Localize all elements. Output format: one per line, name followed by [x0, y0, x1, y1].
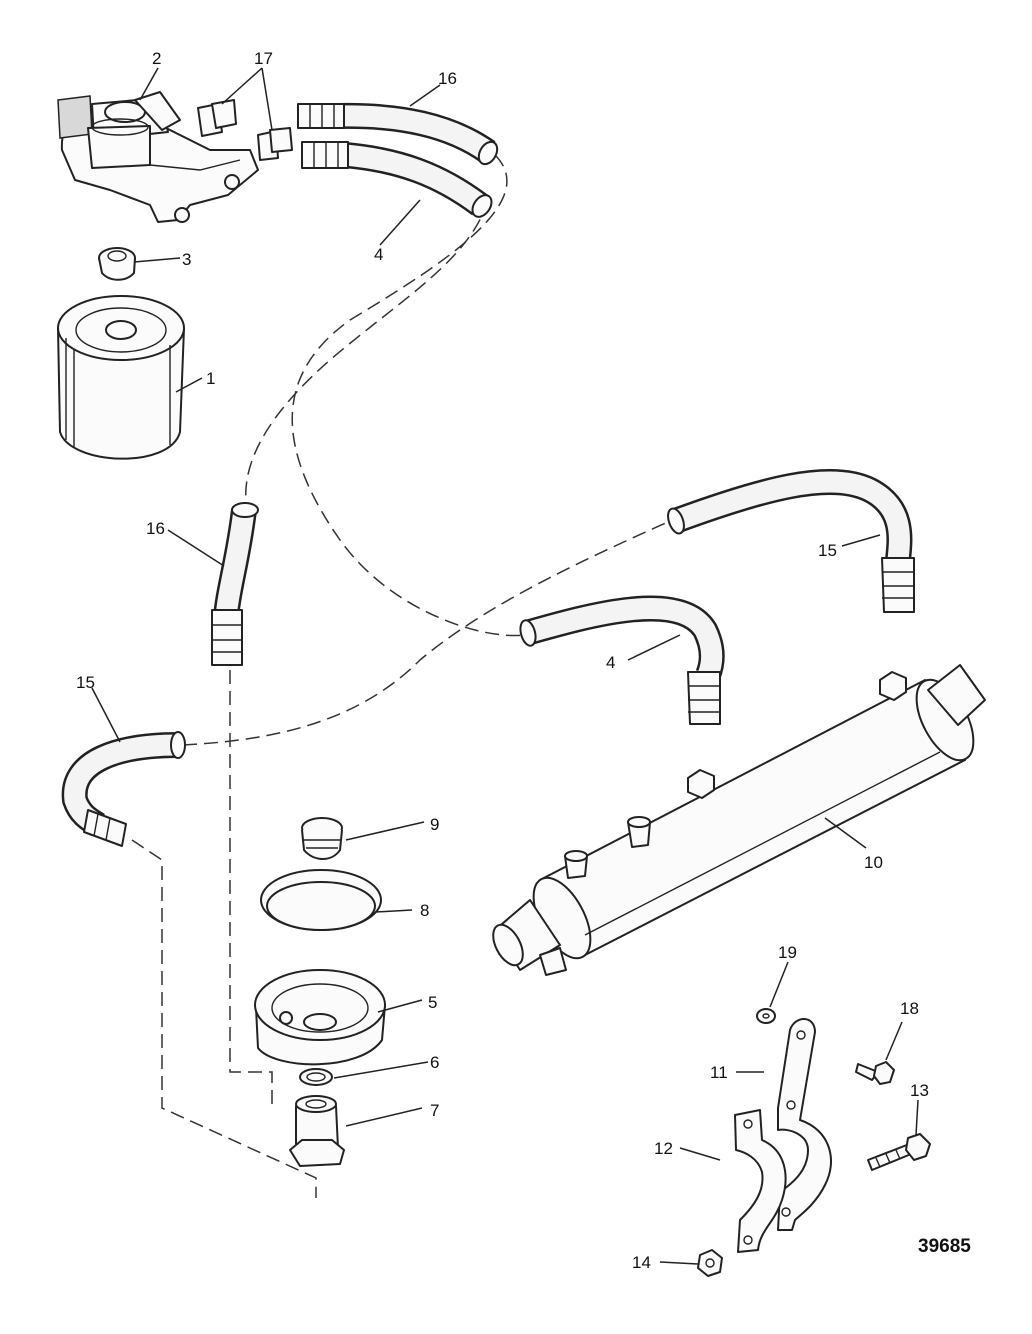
- callout-labels: 2 17 16 4 3 1 16 15 4 15 9 10 8 19 5 18 …: [76, 49, 971, 1272]
- callout-16-upper: 16: [438, 69, 457, 88]
- callout-18: 18: [900, 999, 919, 1018]
- callout-19: 19: [778, 943, 797, 962]
- callout-5: 5: [428, 993, 437, 1012]
- callout-12: 12: [654, 1139, 673, 1158]
- callout-15-left: 15: [76, 673, 95, 692]
- callout-14: 14: [632, 1253, 651, 1272]
- callout-13: 13: [910, 1081, 929, 1100]
- oil-cooler-part-10: [492, 664, 986, 976]
- callout-9: 9: [430, 815, 439, 834]
- hose-part-15-right: [667, 468, 915, 613]
- o-ring-part-6: [299, 1068, 333, 1086]
- callout-3: 3: [182, 250, 191, 269]
- callout-11: 11: [710, 1063, 728, 1082]
- callout-6: 6: [430, 1053, 439, 1072]
- gasket-part-8: [260, 869, 382, 931]
- hose-part-15-left: [61, 731, 186, 847]
- callout-17: 17: [254, 49, 273, 68]
- screw-part-18: [855, 1061, 895, 1085]
- hose-part-16-lower: [211, 502, 259, 666]
- callout-16-lower: 16: [146, 519, 165, 538]
- callout-10: 10: [864, 853, 883, 872]
- washer-part-19: [756, 1008, 776, 1024]
- callout-4-upper: 4: [374, 245, 383, 264]
- drawing-code: 39685: [918, 1236, 971, 1257]
- callout-15-right: 15: [818, 541, 837, 560]
- oil-filter-part-1: [57, 295, 185, 460]
- hose-part-4-upper: [301, 141, 493, 218]
- nipple-part-7: [289, 1095, 345, 1167]
- filter-adapter-part-5: [254, 969, 386, 1066]
- bolt-part-13: [867, 1133, 931, 1171]
- fitting-part-9: [301, 817, 343, 860]
- routing-lines: [131, 154, 669, 1198]
- clamp-part-12: [734, 1109, 787, 1253]
- hose-part-16-upper: [297, 102, 499, 166]
- nut-part-14: [697, 1249, 723, 1277]
- fitting-part-17: [197, 99, 293, 161]
- callout-8: 8: [420, 901, 429, 920]
- callout-1: 1: [206, 369, 215, 388]
- callout-2: 2: [152, 49, 161, 68]
- clamp-part-11: [777, 1018, 833, 1231]
- leader-lines: [91, 67, 919, 1265]
- callout-4-lower: 4: [606, 653, 615, 672]
- filter-bracket-part-2: [57, 91, 259, 223]
- adapter-part-3: [98, 247, 136, 281]
- callout-7: 7: [430, 1101, 439, 1120]
- hose-part-4-lower: [519, 595, 725, 725]
